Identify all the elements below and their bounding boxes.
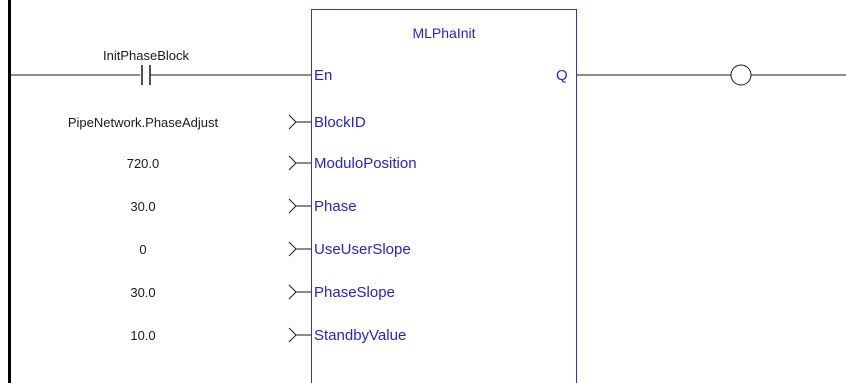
input-value[interactable]: 720.0 (127, 156, 160, 171)
input-connector (288, 241, 297, 257)
input-value[interactable]: 10.0 (130, 328, 155, 343)
contact-init-phase-block[interactable] (141, 65, 151, 85)
pin-label[interactable]: PhaseSlope (314, 284, 395, 301)
input-connector (288, 114, 297, 130)
input-row: 0 UseUserSlope (139, 241, 410, 258)
input-connector (288, 155, 297, 171)
input-connector (288, 284, 297, 300)
input-value[interactable]: PipeNetwork.PhaseAdjust (68, 115, 219, 130)
input-value[interactable]: 30.0 (130, 199, 155, 214)
pin-label[interactable]: Phase (314, 198, 357, 215)
coil[interactable] (730, 64, 752, 86)
input-row: PipeNetwork.PhaseAdjust BlockID (68, 114, 366, 131)
input-value[interactable]: 30.0 (130, 285, 155, 300)
function-block[interactable] (311, 9, 577, 383)
input-row: 30.0 Phase (130, 198, 356, 215)
pin-label[interactable]: StandbyValue (314, 327, 406, 344)
input-value[interactable]: 0 (139, 242, 146, 257)
input-connector (288, 327, 297, 343)
input-row: 30.0 PhaseSlope (130, 284, 395, 301)
input-row: 720.0 ModuloPosition (127, 155, 417, 172)
power-rail (8, 0, 11, 383)
pin-label[interactable]: UseUserSlope (314, 241, 411, 258)
pin-label[interactable]: ModuloPosition (314, 155, 417, 172)
contact-label: InitPhaseBlock (103, 48, 189, 63)
pin-label[interactable]: BlockID (314, 114, 366, 131)
block-title: MLPhaInit (412, 25, 475, 41)
pin-q[interactable]: Q (556, 67, 568, 84)
input-connector (288, 198, 297, 214)
input-row: 10.0 StandbyValue (130, 327, 406, 344)
pin-en[interactable]: En (314, 67, 332, 84)
